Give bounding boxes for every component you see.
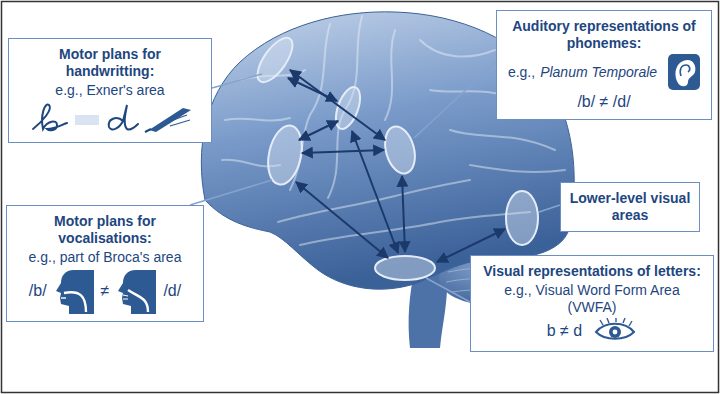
cursive-letters-icon (25, 101, 195, 135)
text-row: Auditory representations of phonemes: (505, 18, 703, 52)
text-row: Lower-level visual areas (569, 190, 691, 224)
text-row: e.g., Visual Word Form Area (VWFA) (479, 282, 705, 316)
text-row: e.g., Planum Temporale (505, 54, 703, 90)
box-text: ≠ (101, 281, 110, 301)
callout-box: Lower-level visual areas (560, 182, 700, 232)
box-heading: Motor plans for vocalisations: (15, 213, 195, 247)
box-text: e.g., part of Broca's area (29, 249, 182, 266)
box-text: e.g., (508, 64, 535, 81)
text-row: /b/ ≠ /d/ (15, 268, 195, 314)
callout-box: Motor plans for handwritting: e.g., Exner… (8, 38, 212, 143)
region-arrows (288, 70, 505, 262)
brain-regions (251, 32, 538, 280)
text-row: Visual representations of letters: (479, 263, 705, 280)
box-text: /b/ (29, 281, 47, 301)
box-text: e.g., Visual Word Form Area (VWFA) (479, 282, 705, 316)
box-heading: Lower-level visual areas (569, 190, 691, 224)
box-text: /d/ (163, 281, 181, 301)
vocal-tract-icon (52, 268, 96, 314)
box-text: /b/ ≠ /d/ (577, 92, 630, 112)
callout-box: Motor plans for vocalisations: e.g., part… (6, 205, 204, 322)
vocal-tract-icon (114, 268, 158, 314)
text-row: Motor plans for handwritting: (17, 46, 203, 80)
eye-icon (593, 318, 637, 344)
box-text: b ≠ d (547, 321, 582, 341)
callout-box: Visual representations of letters: e.g., … (470, 255, 714, 352)
box-text: e.g., Exner's area (55, 82, 164, 99)
text-row: b ≠ d (479, 318, 705, 344)
ear-icon (668, 54, 700, 90)
text-row (17, 101, 203, 135)
text-row: Motor plans for vocalisations: (15, 213, 195, 247)
box-heading: Auditory representations of phonemes: (505, 18, 703, 52)
box-text: Planum Temporale (540, 64, 657, 81)
box-heading: Motor plans for handwritting: (17, 46, 203, 80)
box-heading: Visual representations of letters: (483, 263, 701, 280)
text-row: e.g., part of Broca's area (15, 249, 195, 266)
text-row: e.g., Exner's area (17, 82, 203, 99)
callout-box: Auditory representations of phonemes:e.g… (496, 10, 712, 120)
text-row: /b/ ≠ /d/ (505, 92, 703, 112)
